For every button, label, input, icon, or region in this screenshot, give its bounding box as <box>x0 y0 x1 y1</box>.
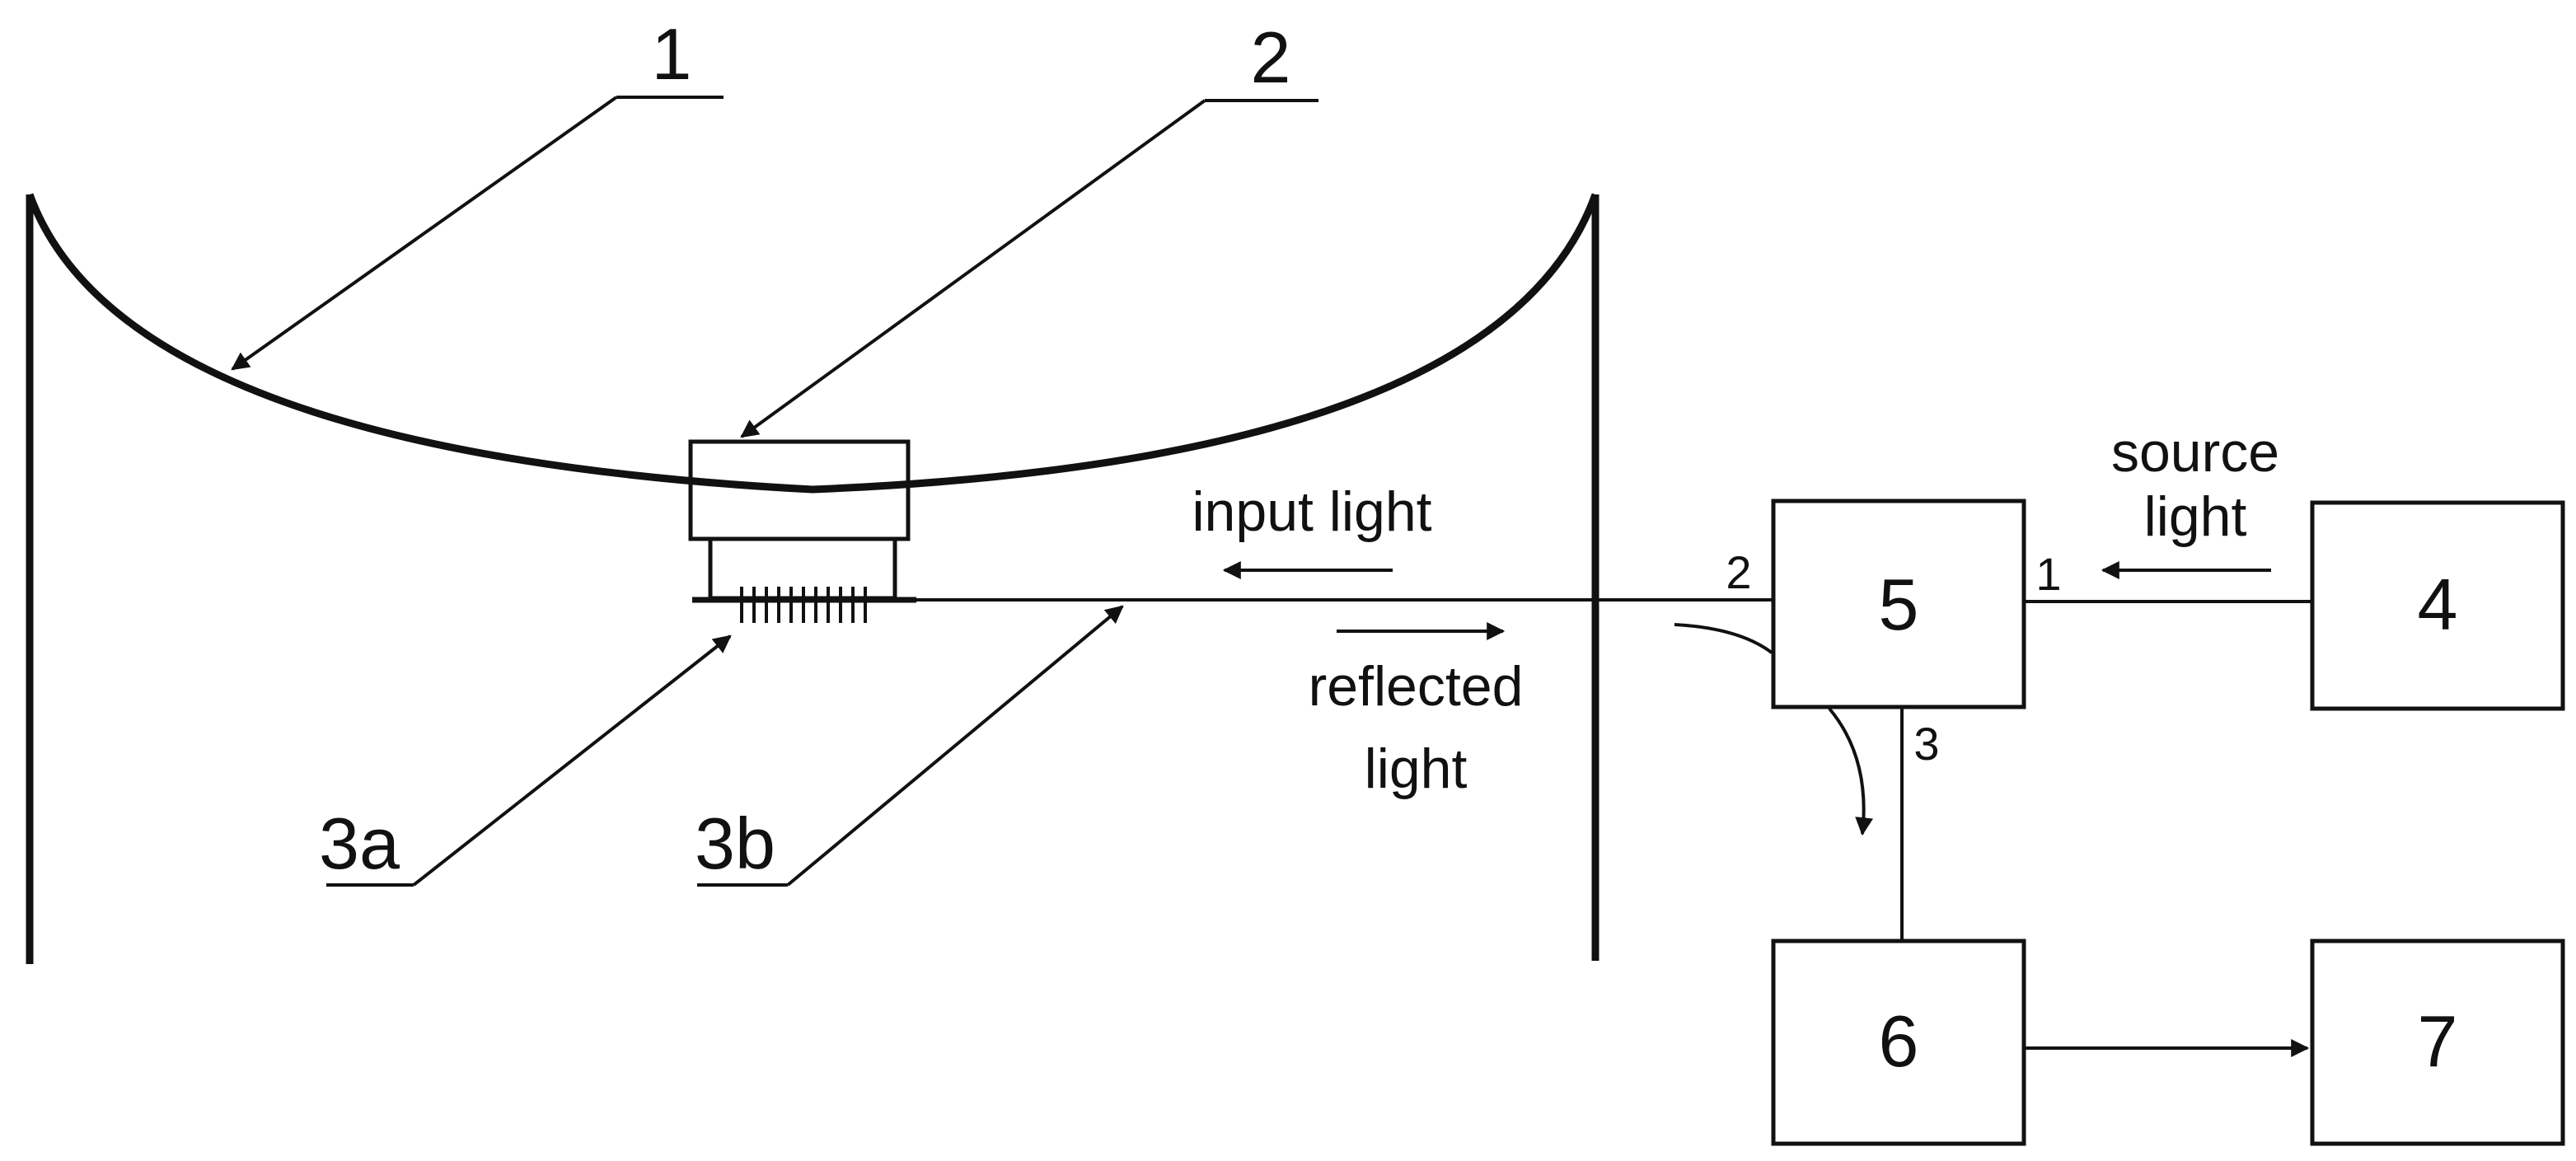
input-light-label: input light <box>1192 480 1431 543</box>
bragg-grating-marks <box>740 587 867 623</box>
reflected-light-label-line2: light <box>1365 737 1468 800</box>
block-6-detector <box>1771 939 2026 1146</box>
block-4-label: 4 <box>2418 564 2458 645</box>
block-5-label: 5 <box>1879 564 1919 645</box>
source-light-label-line1: source <box>2111 421 2279 484</box>
callout-1: 1 <box>652 13 692 95</box>
port-2-label: 2 <box>1726 546 1751 598</box>
callout-3b: 3b <box>695 803 775 884</box>
circulator-port3-arrow <box>1828 707 1874 836</box>
port-1-label: 1 <box>2035 548 2061 600</box>
leader-2 <box>740 99 1318 438</box>
port-3-label: 3 <box>1913 718 1939 770</box>
block-7-processor <box>2310 939 2565 1146</box>
source-light-label-line2: light <box>2144 485 2247 548</box>
callout-2: 2 <box>1251 16 1291 98</box>
callout-3a: 3a <box>319 803 400 884</box>
leader-3b <box>697 605 1124 887</box>
reflected-light-label-line1: reflected <box>1309 655 1524 718</box>
block-4-light-source <box>2310 500 2565 711</box>
block-7-label: 7 <box>2418 1000 2458 1082</box>
leader-1 <box>231 96 724 371</box>
block-6-label: 6 <box>1879 1000 1919 1082</box>
leader-3a <box>326 634 732 887</box>
suspended-cable <box>26 193 1599 494</box>
block-5-circulator <box>1771 499 2026 709</box>
circulator-port2-arc <box>1674 623 1773 654</box>
